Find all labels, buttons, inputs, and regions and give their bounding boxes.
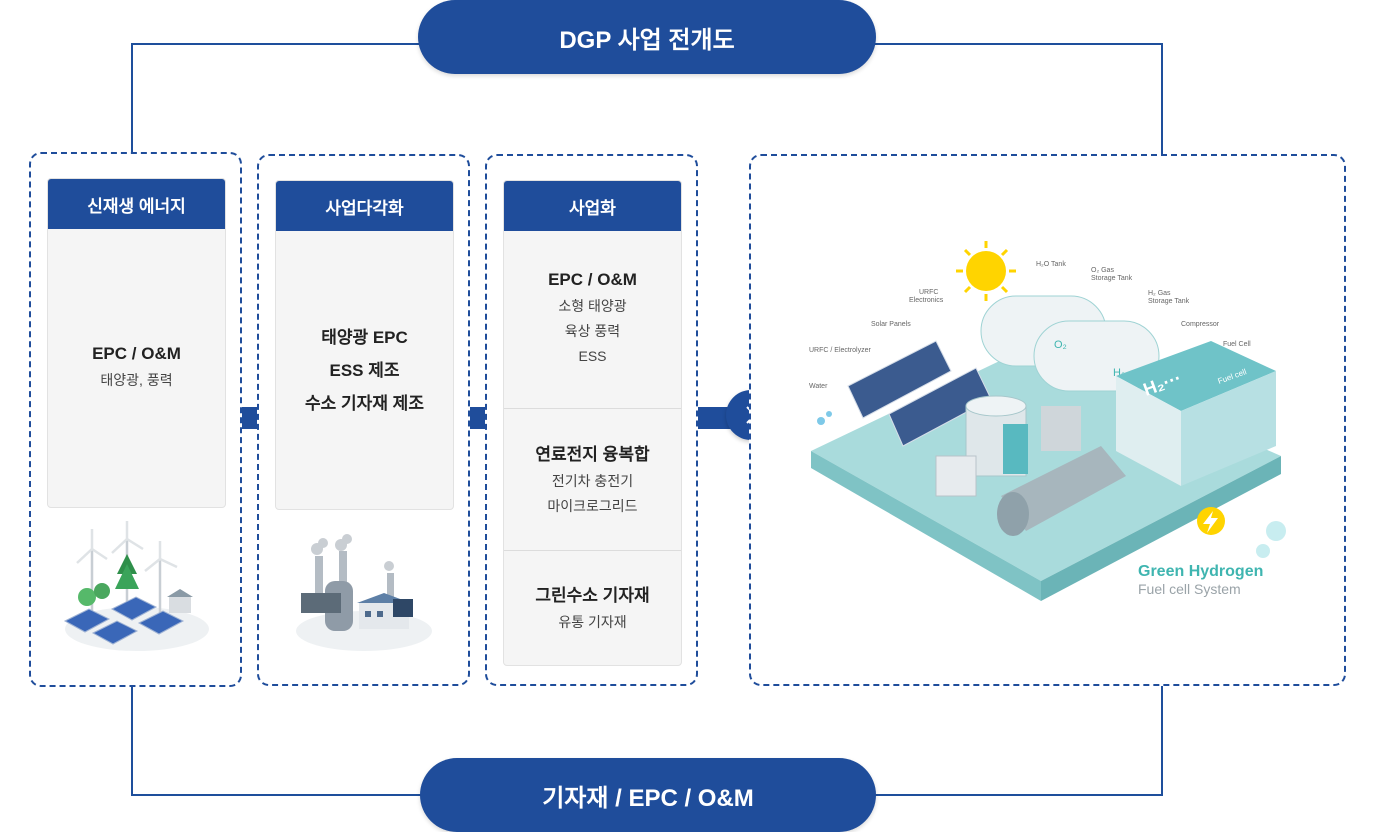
card-renewable: 신재생 에너지 EPC / O&M 태양광, 풍력 xyxy=(47,178,226,508)
label-urfc-electronics-1: URFC xyxy=(919,289,938,296)
card-diversification: 사업다각화 태양광 EPC ESS 제조 수소 기자재 제조 xyxy=(275,180,454,510)
green-hydrogen-title: Green Hydrogen xyxy=(1138,563,1263,580)
footer-label: 기자재 / EPC / O&M xyxy=(542,784,754,812)
diversification-line-1: 태양광 EPC xyxy=(321,327,408,347)
label-h2-tank-1: H₂ Gas xyxy=(1148,290,1171,297)
label-o2-tank-1: O₂ Gas xyxy=(1091,267,1114,274)
card-header-renewable: 신재생 에너지 xyxy=(48,179,225,229)
label-h2-tank-2: Storage Tank xyxy=(1148,298,1190,305)
card-header-diversification: 사업다각화 xyxy=(276,181,453,231)
sun-icon xyxy=(966,251,1006,291)
renewable-title: EPC / O&M xyxy=(92,343,181,363)
footer-pill: 기자재 / EPC / O&M xyxy=(420,758,876,832)
section-divider xyxy=(504,550,681,551)
header-pill: DGP 사업 전개도 xyxy=(418,0,876,74)
label-o2-tank-2: Storage Tank xyxy=(1091,275,1133,282)
commercialization-section-1: EPC / O&M 소형 태양광 육상 풍력 ESS xyxy=(548,269,637,364)
label-h2o-tank: H₂O Tank xyxy=(1036,261,1066,268)
commercialization-section-3: 그린수소 기자재 유통 기자재 xyxy=(535,586,650,630)
label-solar-panels: Solar Panels xyxy=(871,321,911,328)
card-header-commercialization: 사업화 xyxy=(504,181,681,231)
wind-solar-farm-icon xyxy=(63,521,209,651)
o2-tank-label: O₂ xyxy=(1054,339,1067,351)
card-commercialization: 사업화 EPC / O&M 소형 태양광 육상 풍력 ESS 연료전지 융복합 … xyxy=(503,180,682,666)
panel-green-hydrogen: O₂ H₂ H₂··· Fuel cell Water URFC / Elect… xyxy=(749,154,1346,686)
renewable-item: 태양광, 풍력 xyxy=(100,371,173,388)
header-label: DGP 사업 전개도 xyxy=(559,26,735,54)
panel-renewable: 신재생 에너지 EPC / O&M 태양광, 풍력 xyxy=(29,152,242,687)
connector-2 xyxy=(468,407,488,429)
diversification-content: 태양광 EPC ESS 제조 수소 기자재 제조 xyxy=(276,231,453,509)
label-fuel-cell: Fuel Cell xyxy=(1223,341,1251,348)
factory-icon xyxy=(296,534,432,651)
commercialization-section-2: 연료전지 융복합 전기차 충전기 마이크로그리드 xyxy=(535,445,650,514)
hydrogen-system-illustration: O₂ H₂ H₂··· Fuel cell Water URFC / Elect… xyxy=(809,241,1286,601)
connector-1 xyxy=(240,407,260,429)
diversification-line-3: 수소 기자재 제조 xyxy=(305,393,424,413)
label-urfc-electrolyzer: URFC / Electrolyzer xyxy=(809,347,872,354)
label-water: Water xyxy=(809,383,828,390)
panel-commercialization: 사업화 EPC / O&M 소형 태양광 육상 풍력 ESS 연료전지 융복합 … xyxy=(485,154,698,686)
renewable-content: EPC / O&M 태양광, 풍력 xyxy=(48,229,225,507)
panel-diversification: 사업다각화 태양광 EPC ESS 제조 수소 기자재 제조 xyxy=(257,154,470,686)
section-divider xyxy=(504,408,681,409)
green-hydrogen-subtitle: Fuel cell System xyxy=(1138,581,1241,597)
label-urfc-electronics-2: Electronics xyxy=(909,297,944,304)
label-compressor: Compressor xyxy=(1181,321,1220,328)
diversification-line-2: ESS 제조 xyxy=(329,360,400,380)
